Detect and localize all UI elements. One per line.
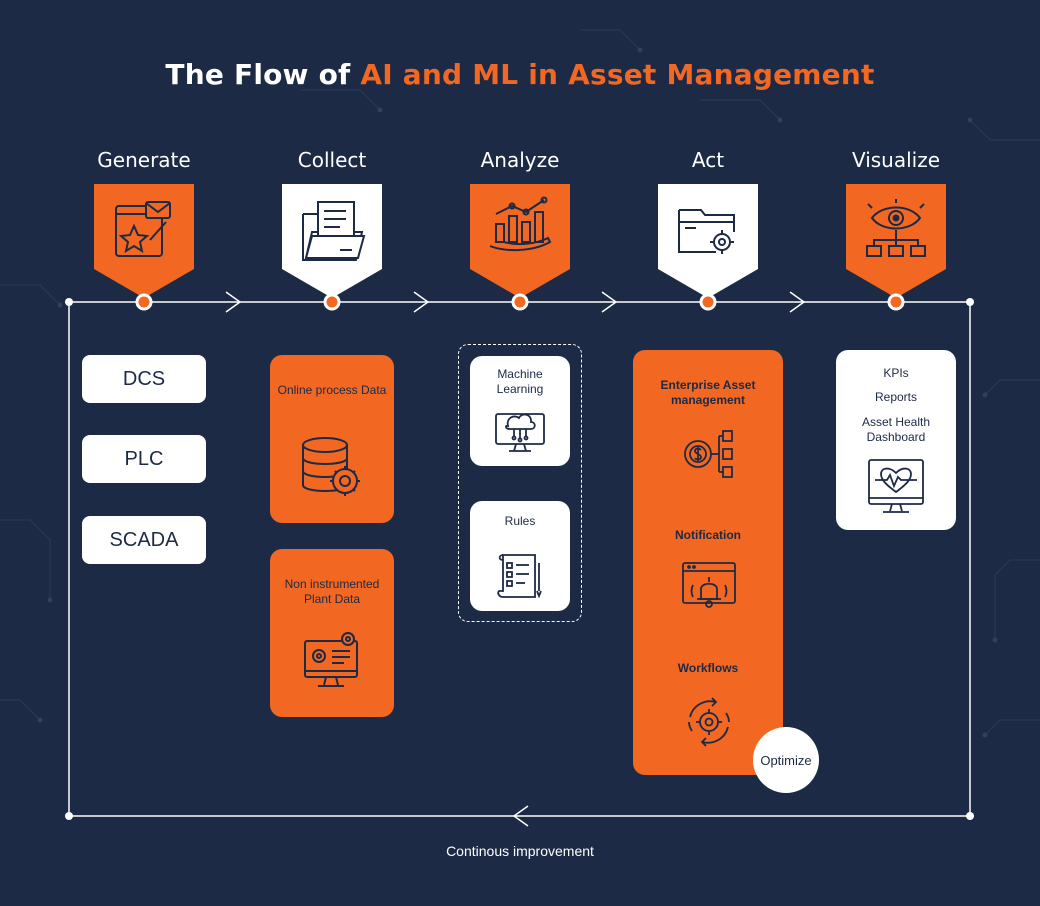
visualize-item-reports: Reports [874, 390, 918, 404]
optimize-badge: Optimize [753, 727, 819, 793]
badge-generate [94, 184, 194, 298]
arrow-right-icon [789, 291, 806, 313]
eye-network-icon [866, 199, 926, 257]
badge-act [658, 184, 758, 298]
gear-cycle-icon [688, 697, 730, 747]
web-design-icon [115, 201, 171, 257]
heart-monitor-icon [868, 459, 924, 513]
card-label: Machine Learning [496, 367, 544, 396]
node-dot [323, 293, 341, 311]
badge-collect [282, 184, 382, 298]
arrow-right-icon [413, 291, 430, 313]
card-non-instrumented-data: Non instrumented Plant Data [270, 549, 394, 717]
card-label: Non instrumented Plant Data [284, 577, 380, 606]
card-online-process-data: Online process Data [270, 355, 394, 523]
chart-hand-icon [489, 196, 552, 252]
database-gear-icon [302, 437, 360, 496]
arrow-right-icon [601, 291, 618, 313]
title-highlight: AI and ML in Asset Management [360, 58, 875, 91]
dollar-gear-hierarchy-icon [684, 430, 733, 478]
corner-dot [966, 812, 974, 820]
card-label: Online process Data [277, 383, 387, 397]
card-label: Rules [504, 514, 536, 528]
checklist-scroll-icon [497, 554, 542, 599]
monitor-gear-icon [304, 632, 358, 687]
source-scada: SCADA [82, 516, 206, 564]
corner-dot [65, 298, 73, 306]
analyze-group [458, 344, 582, 622]
card-machine-learning: Machine Learning [470, 356, 570, 466]
card-act: Enterprise Asset management Notification [633, 350, 783, 775]
node-dot [699, 293, 717, 311]
folder-document-icon [302, 201, 366, 261]
badge-visualize [846, 184, 946, 298]
visualize-item-kpis: KPIs [883, 366, 909, 380]
arrow-left-icon [512, 805, 529, 827]
step-label-visualize: Visualize [851, 148, 941, 172]
folder-gear-icon [678, 209, 735, 254]
node-dot [887, 293, 905, 311]
badge-analyze [470, 184, 570, 298]
corner-dot [65, 812, 73, 820]
step-label-generate: Generate [97, 148, 191, 172]
cloud-monitor-icon [495, 413, 545, 452]
page-title: The Flow of AI and ML in Asset Managemen… [165, 58, 875, 91]
visualize-item-dashboard: Asset Health Dashboard [861, 415, 931, 444]
node-dot [511, 293, 529, 311]
step-label-collect: Collect [297, 148, 367, 172]
node-dot [135, 293, 153, 311]
card-rules: Rules [470, 501, 570, 611]
continuous-improvement-label: Continous improvement [446, 843, 594, 859]
arrow-right-icon [225, 291, 242, 313]
act-item-workflows: Workflows [677, 661, 739, 675]
corner-dot [966, 298, 974, 306]
act-item-notification: Notification [675, 528, 741, 542]
card-visualize: KPIs Reports Asset Health Dashboard [836, 350, 956, 530]
source-dcs: DCS [82, 355, 206, 403]
bell-window-icon [682, 562, 736, 608]
source-plc: PLC [82, 435, 206, 483]
step-label-act: Act [691, 148, 725, 172]
step-label-analyze: Analyze [480, 148, 560, 172]
act-item-eam: Enterprise Asset management [660, 378, 756, 407]
